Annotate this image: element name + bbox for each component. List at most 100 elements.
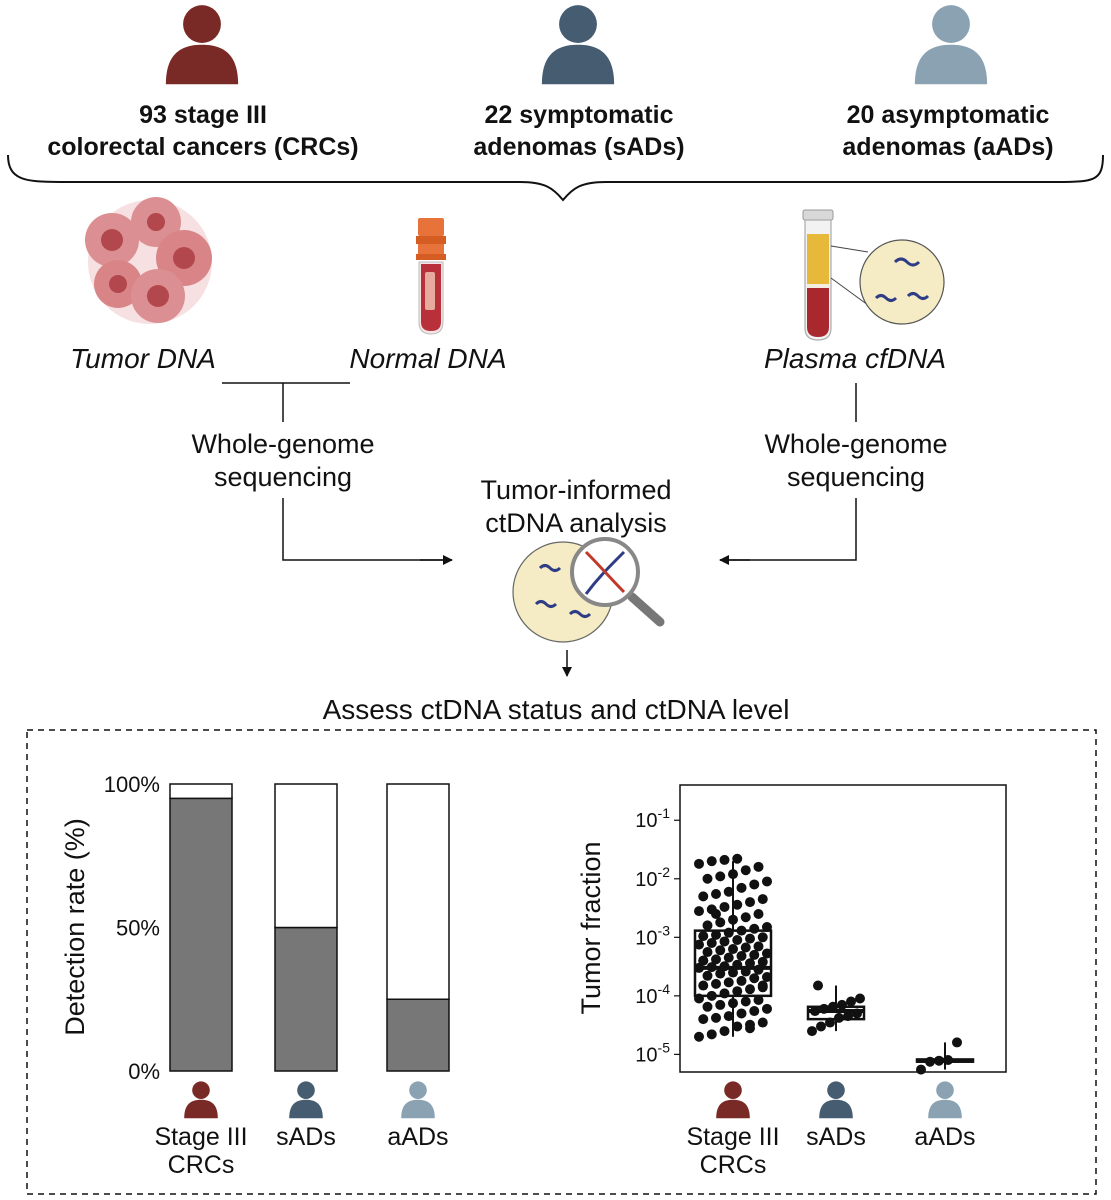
data-point <box>749 1006 760 1017</box>
plasma-tube-icon <box>802 209 945 341</box>
bar-ytick-label: 0% <box>128 1059 160 1084</box>
box-chart-ylabel: Tumor fraction <box>576 841 606 1014</box>
data-point <box>736 950 747 961</box>
data-point <box>706 962 717 973</box>
data-point <box>952 1037 962 1048</box>
data-point <box>834 1012 844 1023</box>
data-point <box>837 999 847 1010</box>
blood-tube-icon <box>416 218 446 335</box>
data-point <box>723 977 734 988</box>
data-point <box>732 853 743 864</box>
tumor-dna-label: Tumor DNA <box>70 343 216 374</box>
data-point <box>706 990 717 1001</box>
data-point <box>706 1029 717 1040</box>
data-point <box>762 971 772 982</box>
dna-icon <box>538 564 562 572</box>
analysis-line2: ctDNA analysis <box>485 508 667 538</box>
box-ytick-label: 10-1 <box>635 805 670 832</box>
data-point <box>719 988 730 999</box>
data-point <box>745 933 755 944</box>
data-point <box>702 920 713 931</box>
data-point <box>728 944 738 955</box>
crc-group-subtitle: colorectal cancers (CRCs) <box>47 133 358 161</box>
data-point <box>723 927 734 938</box>
data-point <box>740 966 751 977</box>
bar-ytick-label: 50% <box>116 916 160 941</box>
bar-category-label: Stage III <box>154 1123 247 1151</box>
data-point <box>698 891 709 902</box>
data-point <box>757 980 768 991</box>
data-point <box>728 998 738 1009</box>
bar-undetected <box>386 783 450 1000</box>
left-connector <box>222 382 452 561</box>
data-point <box>846 996 856 1007</box>
data-point <box>749 973 760 984</box>
category-person-icon <box>401 1081 435 1119</box>
data-point <box>736 925 747 936</box>
data-point <box>753 909 764 920</box>
data-point <box>825 1017 835 1028</box>
bar-detected <box>169 797 233 1072</box>
data-point <box>723 886 734 897</box>
data-point <box>757 932 768 943</box>
data-point <box>740 942 751 953</box>
data-point <box>702 970 713 981</box>
data-point <box>732 899 743 910</box>
right-wgs-line2: sequencing <box>787 462 925 492</box>
data-point <box>762 1003 772 1014</box>
data-point <box>711 888 721 899</box>
data-point <box>740 996 751 1007</box>
data-point <box>749 923 760 934</box>
data-point <box>719 961 730 972</box>
data-point <box>698 980 709 991</box>
data-point <box>753 861 764 872</box>
right-connector <box>720 383 857 561</box>
crc-person-icon <box>165 5 239 85</box>
data-point <box>728 914 738 925</box>
data-point <box>807 1026 817 1037</box>
data-point <box>715 999 726 1010</box>
sad-group-title: 22 symptomatic <box>485 101 674 129</box>
sad-group-subtitle: adenomas (sADs) <box>473 133 684 161</box>
box-category-label: aADs <box>914 1123 975 1151</box>
data-point <box>753 994 764 1005</box>
category-person-icon <box>928 1081 962 1119</box>
data-point <box>719 1026 730 1037</box>
sad-person-icon <box>541 5 615 85</box>
bar-category-label: sADs <box>276 1123 336 1151</box>
data-point <box>715 968 726 979</box>
data-point <box>732 986 743 997</box>
data-point <box>694 962 704 973</box>
data-point <box>740 912 751 923</box>
data-point <box>736 1008 747 1019</box>
data-point <box>702 947 713 958</box>
data-point <box>706 856 717 867</box>
data-point <box>753 964 764 975</box>
left-wgs-line2: sequencing <box>214 462 352 492</box>
data-point <box>711 954 721 965</box>
data-point <box>698 931 709 942</box>
data-point <box>711 1012 721 1023</box>
data-point <box>749 949 760 960</box>
data-point <box>736 882 747 893</box>
data-point <box>732 959 743 970</box>
data-point <box>719 901 730 912</box>
data-point <box>819 1003 829 1014</box>
data-point <box>855 993 865 1004</box>
box-ytick-label: 10-3 <box>635 922 670 949</box>
data-point <box>740 865 751 876</box>
data-point <box>711 909 721 920</box>
data-point <box>762 922 772 933</box>
group-brace <box>7 154 1104 202</box>
data-point <box>732 1021 743 1032</box>
dna-magnifier-icon <box>512 537 665 643</box>
data-point <box>698 955 709 966</box>
data-point <box>723 1011 734 1022</box>
data-point <box>728 967 738 978</box>
box-ytick-label: 10-2 <box>635 864 670 891</box>
assess-title: Assess ctDNA status and ctDNA level <box>323 694 790 725</box>
aad-group-title: 20 asymptomatic <box>847 101 1050 129</box>
bar-undetected <box>169 783 233 800</box>
crc-group-title: 93 stage III <box>139 101 267 129</box>
